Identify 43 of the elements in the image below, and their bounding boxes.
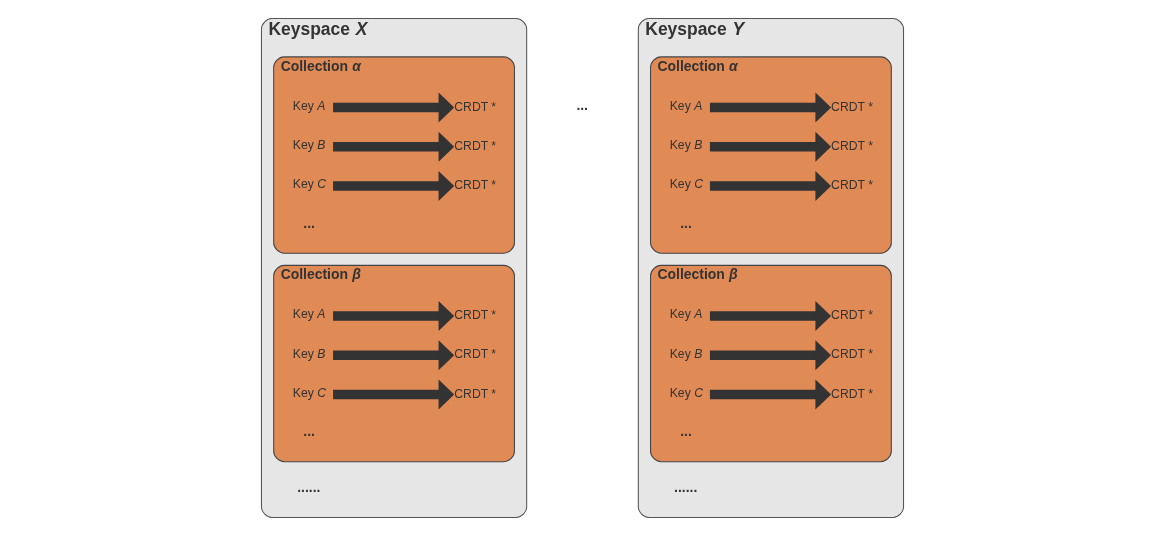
label: ...	[303, 423, 315, 440]
label: ......	[674, 479, 698, 496]
node-text: CRDT *	[831, 178, 873, 193]
arrow	[333, 170, 455, 202]
node-text: CRDT *	[831, 138, 873, 153]
arrow	[709, 379, 832, 410]
label: ...	[680, 214, 692, 231]
node-text: CRDT *	[454, 178, 497, 193]
arrow	[333, 379, 455, 410]
arrow	[333, 340, 455, 371]
arrow	[709, 340, 832, 371]
label: ...	[576, 96, 589, 113]
node-text: Key C	[292, 385, 327, 400]
node-text: Key A	[292, 307, 326, 322]
label: ...	[680, 423, 692, 440]
label: ......	[297, 479, 321, 496]
node-text: CRDT *	[831, 99, 873, 114]
node-text: Key A	[669, 307, 703, 322]
node-text: CRDT *	[831, 308, 873, 323]
node-text: Key C	[292, 177, 327, 192]
arrow	[333, 300, 455, 332]
node-text: Key B	[292, 138, 326, 153]
arrow	[709, 131, 832, 162]
node-text: CRDT *	[454, 347, 497, 362]
node-text: CRDT *	[454, 308, 497, 323]
node-text: Key B	[669, 138, 703, 153]
node-text: CRDT *	[454, 386, 497, 401]
node-text: Key A	[292, 98, 326, 113]
label: ...	[303, 214, 315, 231]
node-text: Key A	[669, 98, 703, 113]
arrow	[709, 92, 832, 123]
arrow	[709, 300, 832, 332]
node-text: CRDT *	[454, 138, 497, 153]
node-text: Key C	[669, 385, 703, 400]
node-text: CRDT *	[831, 347, 873, 362]
arrow	[333, 92, 455, 123]
node-text: Key C	[669, 177, 703, 192]
node-text: CRDT *	[831, 386, 873, 401]
node-text: Key B	[292, 346, 326, 361]
arrow	[333, 131, 455, 162]
arrow	[709, 170, 832, 202]
node-text: CRDT *	[454, 99, 497, 114]
node-text: Key B	[669, 346, 703, 361]
